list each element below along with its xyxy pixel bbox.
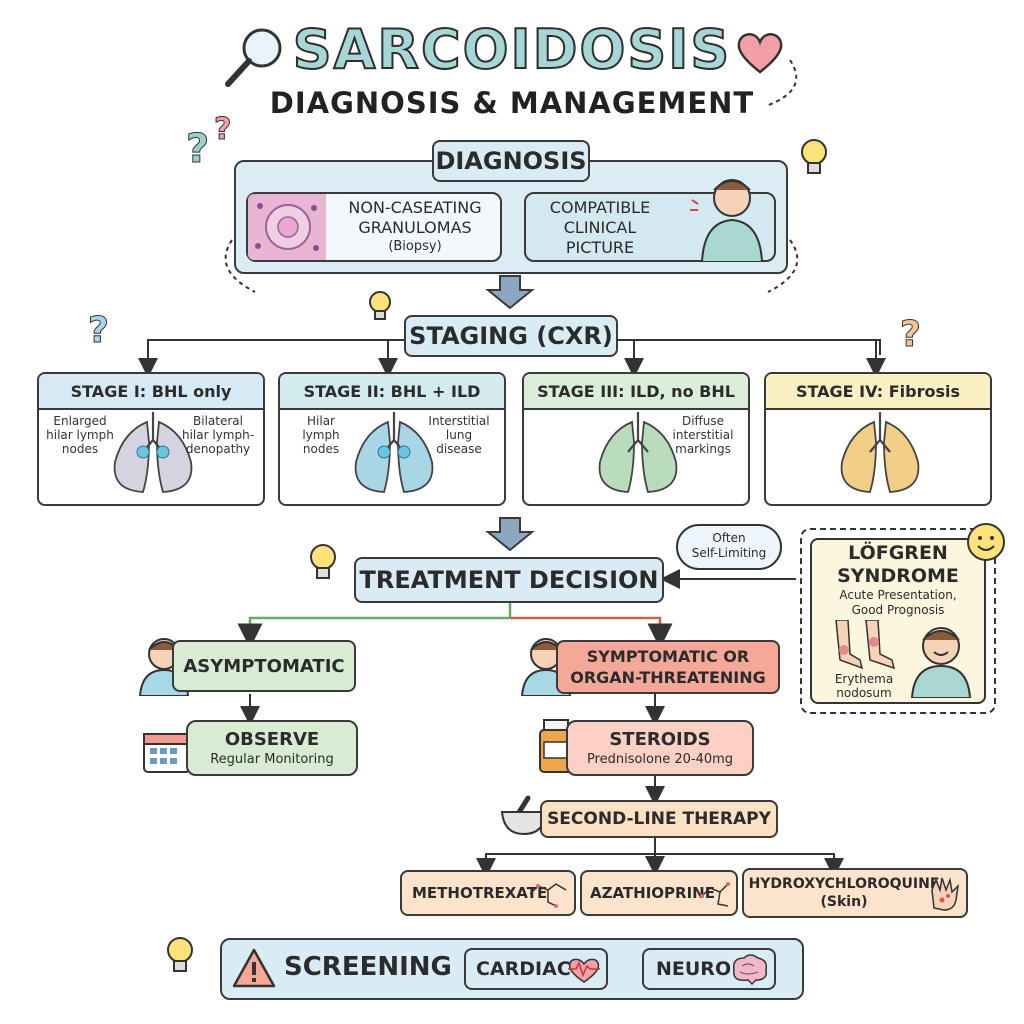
stage-title: STAGE III: ILD, no BHL	[524, 374, 748, 410]
bubble-line2: Self-Limiting	[691, 546, 767, 560]
stage-note-left-2: hilar lymph	[46, 428, 114, 442]
stage-note-right-1: Bilateral	[193, 414, 243, 428]
stage-note-right-1: Interstitial	[428, 414, 490, 428]
observe-label: OBSERVE	[224, 728, 320, 750]
question-mark-icon: ?	[185, 126, 210, 173]
stage-title: STAGE IV: Fibrosis	[766, 374, 990, 410]
symptomatic-line2: ORGAN-THREATENING	[570, 668, 766, 687]
down-arrow-diagnosis	[485, 275, 535, 310]
page-subtitle: DIAGNOSIS & MANAGEMENT	[269, 86, 755, 120]
lofgren-title-line2: SYNDROME	[837, 565, 959, 587]
stage-note-left-1: Hilar	[307, 414, 335, 428]
page-title: SARCOIDOSIS	[292, 17, 732, 82]
treatment-decision-header: TREATMENT DECISION	[354, 557, 664, 603]
stage-note-left-1: Enlarged	[53, 414, 107, 428]
stage-note-right-2: interstitial	[672, 428, 734, 442]
heart-icon	[737, 33, 783, 74]
granulomas-line2: GRANULOMAS	[358, 218, 472, 237]
hcq-note: (Skin)	[820, 894, 868, 910]
erythema-caption-line1: Erythema	[834, 672, 894, 686]
symptomatic-box: SYMPTOMATIC OR ORGAN-THREATENING	[556, 640, 780, 694]
clinical-line1: COMPATIBLE	[549, 198, 651, 217]
lightbulb-icon	[369, 291, 391, 320]
stage-note-left-3: nodes	[61, 442, 99, 456]
lofgren-title-line1: LÖFGREN	[848, 542, 948, 564]
molecule-icon	[700, 882, 730, 907]
stage-card-4: STAGE IV: Fibrosis	[764, 372, 992, 506]
hydroxychloroquine-box: HYDROXYCHLOROQUINE (Skin)	[742, 868, 968, 918]
lightbulb-icon	[167, 937, 193, 972]
methotrexate-box: METHOTREXATE	[400, 870, 576, 916]
magnifier-icon	[225, 28, 282, 87]
stage-note-right-2: hilar lymph-	[181, 428, 255, 442]
steroids-label: STEROIDS	[609, 728, 711, 750]
brain-icon	[732, 954, 768, 986]
staging-header: STAGING (CXR)	[404, 315, 618, 357]
biopsy-histology-image	[248, 194, 326, 260]
stage-note-left-3: nodes	[302, 442, 340, 456]
stage-note-right-2: lung	[445, 428, 473, 442]
stage-title: STAGE II: BHL + ILD	[280, 374, 504, 410]
happy-patient-icon	[910, 627, 972, 698]
second-line-box: SECOND-LINE THERAPY	[540, 800, 778, 838]
heart-ecg-icon	[568, 958, 600, 983]
stage-title: STAGE I: BHL only	[39, 374, 263, 410]
lofgren-desc-line1: Acute Presentation,	[839, 588, 957, 602]
smiley-icon	[967, 523, 1005, 561]
erythema-caption-line2: nodosum	[836, 686, 892, 700]
lightbulb-icon	[310, 544, 336, 579]
azathioprine-label: AZATHIOPRINE	[590, 884, 715, 902]
stage-note-right-3: disease	[436, 442, 482, 456]
molecule-icon	[529, 883, 567, 908]
clinical-line3: PICTURE	[565, 238, 635, 257]
question-mark-icon: ?	[213, 112, 232, 148]
coughing-patient-icon	[690, 179, 764, 262]
lungs-icon	[840, 412, 920, 493]
lofgren-outer-frame	[800, 528, 996, 714]
lightbulb-icon	[801, 139, 827, 174]
self-limiting-bubble: Often Self-Limiting	[676, 524, 782, 570]
diagnosis-header: DIAGNOSIS	[432, 140, 590, 182]
observe-note: Regular Monitoring	[210, 751, 334, 767]
symptomatic-line1: SYMPTOMATIC OR	[586, 647, 750, 666]
stage-note-right-3: denopathy	[185, 442, 251, 456]
methotrexate-label: METHOTREXATE	[412, 884, 548, 902]
legs-erythema-icon	[835, 620, 896, 670]
hand-icon	[931, 877, 960, 911]
biopsy-note: (Biopsy)	[388, 239, 442, 254]
clinical-line2: CLINICAL	[563, 218, 637, 237]
stage-note-right-1: Diffuse	[681, 414, 725, 428]
neuro-label: NEURO	[656, 958, 732, 980]
hydroxychloroquine-label: HYDROXYCHLOROQUINE	[748, 876, 940, 892]
warning-icon	[232, 948, 276, 988]
bubble-line1: Often	[712, 531, 746, 545]
lungs-icon	[113, 412, 193, 493]
cardiac-box: CARDIAC	[464, 948, 608, 990]
asymptomatic-box: ASYMPTOMATIC	[172, 640, 356, 692]
lungs-icon	[354, 412, 434, 493]
steroids-box: STEROIDS Prednisolone 20-40mg	[566, 720, 754, 776]
granulomas-line1: NON-CASEATING	[348, 198, 482, 217]
question-mark-icon: ?	[88, 310, 110, 352]
azathioprine-box: AZATHIOPRINE	[580, 870, 738, 916]
steroids-note: Prednisolone 20-40mg	[586, 751, 734, 767]
screening-label: SCREENING	[284, 952, 452, 982]
lungs-icon	[598, 412, 678, 493]
down-arrow-staging	[485, 517, 535, 552]
stage-note-left-2: lymph	[302, 428, 340, 442]
observe-box: OBSERVE Regular Monitoring	[186, 720, 358, 776]
cardiac-label: CARDIAC	[476, 958, 571, 980]
stage-note-right-3: markings	[675, 442, 731, 456]
question-mark-icon: ?	[900, 314, 922, 356]
lofgren-desc-line2: Good Prognosis	[851, 603, 945, 617]
